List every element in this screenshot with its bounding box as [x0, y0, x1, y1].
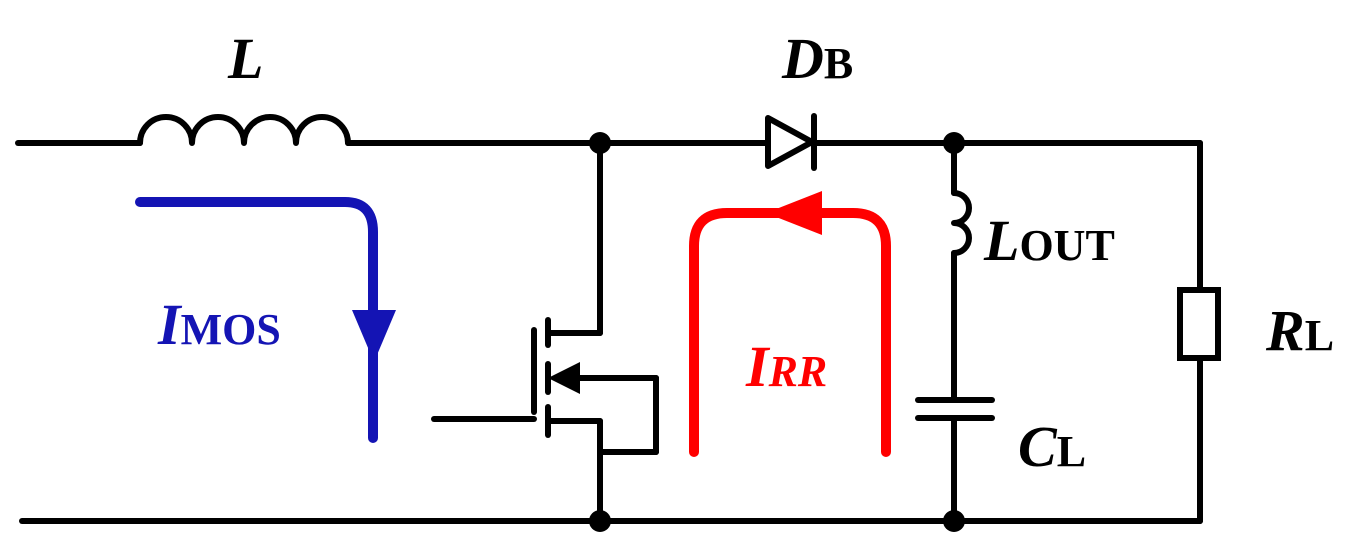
- mos-current-label: IMOS: [157, 292, 281, 357]
- diode-db-label: DB: [781, 26, 853, 91]
- inductor-l-symbol: [137, 114, 351, 146]
- rr-current-arrow: [689, 191, 891, 457]
- output-inductor-symbol: [951, 190, 972, 256]
- rr-current-label: IRR: [745, 334, 827, 399]
- inductor-l-label: L: [227, 26, 263, 91]
- junction-dots: [589, 132, 965, 532]
- top-rail: [15, 114, 1203, 146]
- load-resistor-label: RL: [1265, 298, 1334, 363]
- output-inductor-label: LOUT: [983, 208, 1115, 273]
- output-branch: [915, 140, 995, 524]
- mos-current-arrow: [135, 197, 396, 443]
- load-capacitor-label: CL: [1018, 414, 1086, 479]
- mosfet-symbol: [431, 140, 659, 524]
- load-resistor-symbol: [1177, 140, 1221, 524]
- diode-db-symbol: [765, 113, 817, 171]
